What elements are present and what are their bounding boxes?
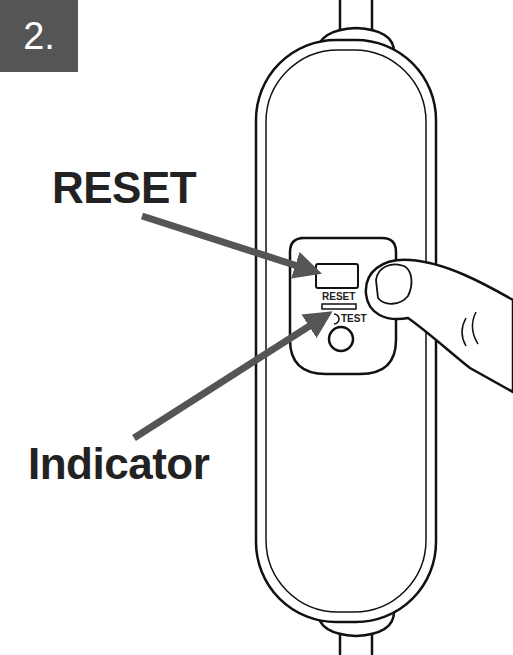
- button-marking: RESET: [322, 292, 355, 302]
- reset-leader: [142, 216, 310, 270]
- button-marking: TEST: [341, 314, 367, 324]
- step-number: 2.: [23, 17, 55, 55]
- step-number-box: 2.: [0, 0, 78, 72]
- indicator-leader: [134, 318, 322, 438]
- callout-label: Indicator: [28, 442, 209, 486]
- callout-label: RESET: [52, 166, 196, 210]
